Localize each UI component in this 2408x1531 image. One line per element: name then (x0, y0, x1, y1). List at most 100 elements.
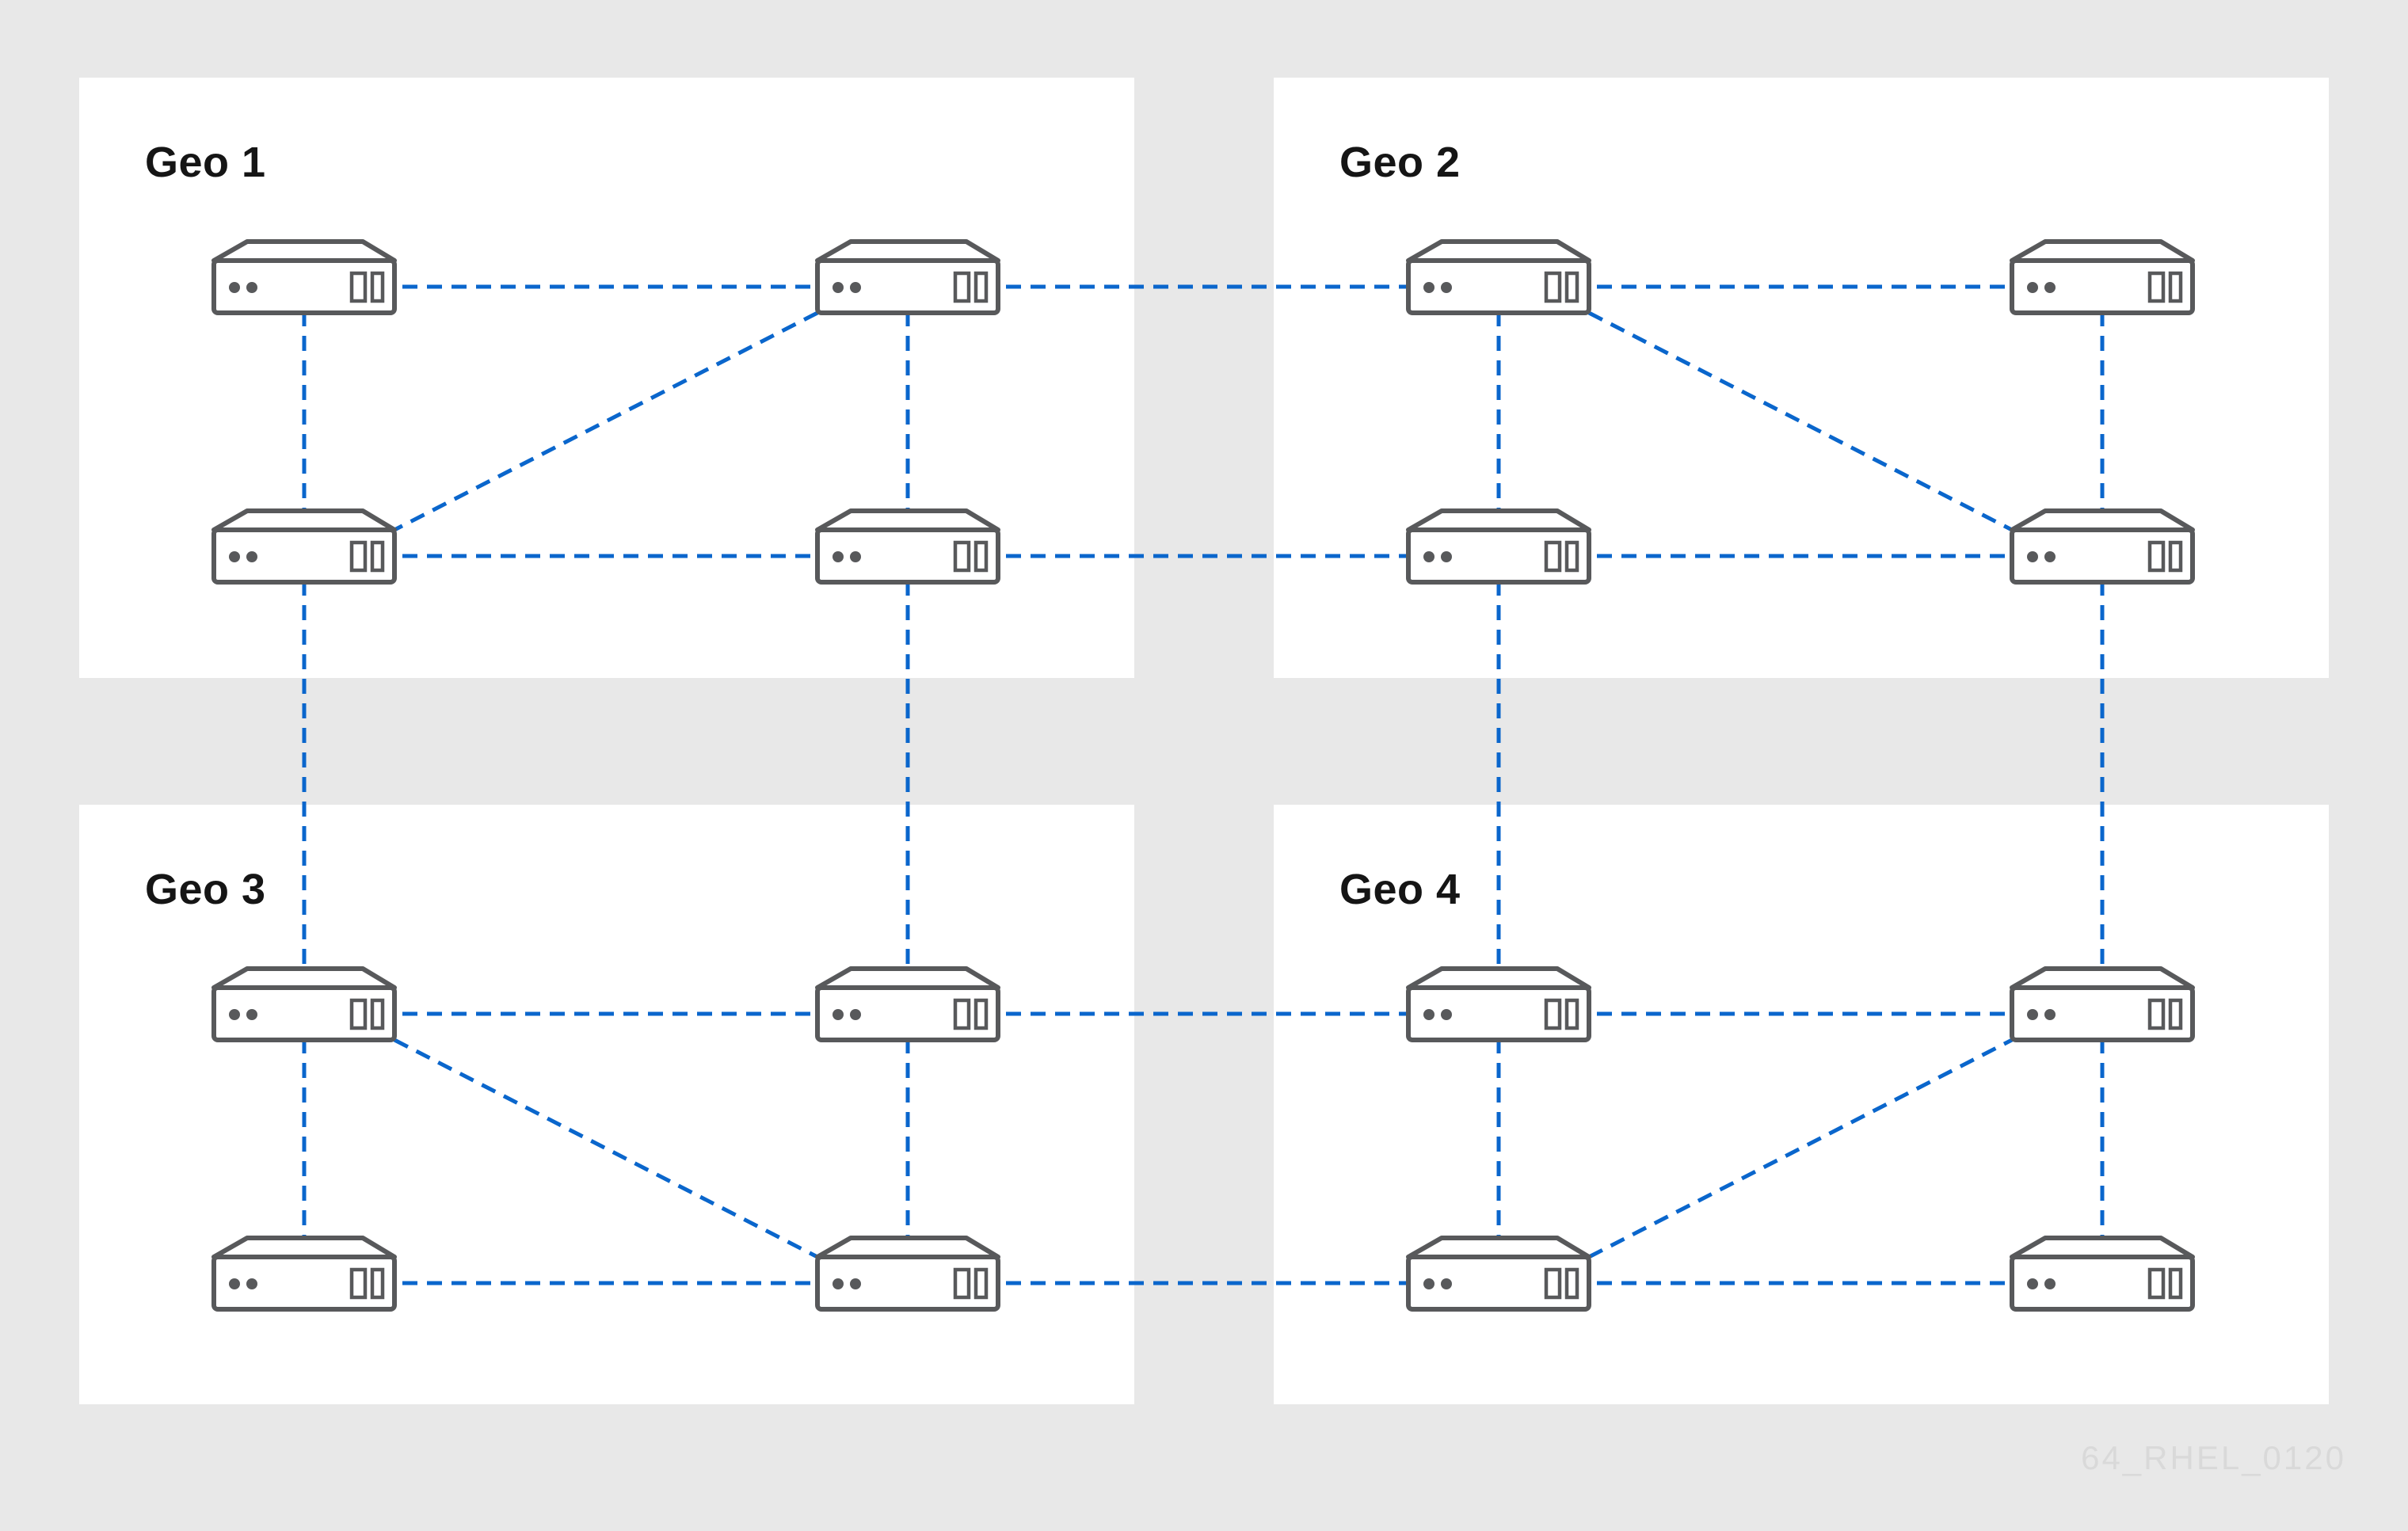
server-icon (815, 966, 1000, 1042)
server-icon (2010, 508, 2195, 585)
server-led-icon (850, 282, 861, 293)
server-slot-icon (973, 271, 989, 303)
server-slot-icon (2147, 540, 2166, 573)
server-slot-icon (2147, 271, 2166, 303)
server-led-icon (850, 1009, 861, 1020)
server-front (815, 985, 1000, 1042)
server-slot-icon (370, 998, 385, 1030)
replication-link (393, 1038, 819, 1259)
server-led-icon (850, 551, 861, 562)
server-slot-icon (2168, 998, 2183, 1030)
server-icon (815, 1236, 1000, 1312)
server-front (2010, 985, 2195, 1042)
server-icon (815, 508, 1000, 585)
server-top (211, 966, 397, 990)
server-top (815, 239, 1000, 263)
server-top (815, 1236, 1000, 1259)
server-led-icon (2027, 1009, 2038, 1020)
server-led-icon (2027, 1278, 2038, 1289)
server-slot-icon (349, 271, 368, 303)
server-top (815, 966, 1000, 990)
server-led-icon (1441, 1009, 1452, 1020)
geo-label-4: Geo 4 (1339, 866, 1461, 913)
server-front (815, 258, 1000, 315)
server-icon (1406, 1236, 1591, 1312)
replication-link (1587, 310, 2014, 532)
server-slot-icon (1544, 540, 1562, 573)
geo-label-2: Geo 2 (1339, 139, 1461, 186)
geo-label-3: Geo 3 (145, 866, 266, 913)
server-led-icon (1423, 1278, 1435, 1289)
replication-link (1587, 1038, 2014, 1259)
server-led-icon (850, 1278, 861, 1289)
server-front (211, 258, 397, 315)
geo-label-1: Geo 1 (145, 139, 266, 186)
server-top (2010, 966, 2195, 990)
server-icon (211, 966, 397, 1042)
server-slot-icon (1544, 1267, 1562, 1300)
server-led-icon (246, 551, 257, 562)
server-icon (211, 508, 397, 585)
server-slot-icon (973, 540, 989, 573)
server-led-icon (229, 1009, 240, 1020)
server-slot-icon (973, 1267, 989, 1300)
server-slot-icon (2147, 1267, 2166, 1300)
server-led-icon (2044, 282, 2056, 293)
server-front (815, 527, 1000, 585)
server-top (815, 508, 1000, 532)
server-led-icon (229, 1278, 240, 1289)
server-front (1406, 258, 1591, 315)
server-front (211, 1255, 397, 1312)
server-led-icon (1423, 551, 1435, 562)
server-slot-icon (370, 540, 385, 573)
server-slot-icon (953, 540, 971, 573)
server-icon (1406, 239, 1591, 315)
server-led-icon (2044, 1009, 2056, 1020)
server-icon (211, 1236, 397, 1312)
server-slot-icon (973, 998, 989, 1030)
server-top (1406, 239, 1591, 263)
server-led-icon (1441, 551, 1452, 562)
server-led-icon (246, 1009, 257, 1020)
server-front (1406, 527, 1591, 585)
server-icon (211, 239, 397, 315)
server-icon (815, 239, 1000, 315)
server-icon (1406, 508, 1591, 585)
server-slot-icon (953, 271, 971, 303)
server-led-icon (2027, 282, 2038, 293)
server-led-icon (1441, 1278, 1452, 1289)
server-top (2010, 239, 2195, 263)
server-top (211, 1236, 397, 1259)
server-slot-icon (953, 998, 971, 1030)
server-top (1406, 508, 1591, 532)
server-slot-icon (953, 1267, 971, 1300)
server-slot-icon (349, 1267, 368, 1300)
server-top (211, 508, 397, 532)
server-slot-icon (370, 271, 385, 303)
server-icon (2010, 1236, 2195, 1312)
server-icon (2010, 239, 2195, 315)
server-led-icon (229, 282, 240, 293)
server-slot-icon (2168, 540, 2183, 573)
replication-link (393, 310, 819, 532)
server-led-icon (2027, 551, 2038, 562)
server-icon (2010, 966, 2195, 1042)
server-slot-icon (2147, 998, 2166, 1030)
server-led-icon (229, 551, 240, 562)
server-slot-icon (2168, 1267, 2183, 1300)
server-icon (1406, 966, 1591, 1042)
server-led-icon (246, 1278, 257, 1289)
server-front (1406, 985, 1591, 1042)
server-top (211, 239, 397, 263)
server-top (1406, 966, 1591, 990)
server-led-icon (1423, 1009, 1435, 1020)
server-top (1406, 1236, 1591, 1259)
server-front (815, 1255, 1000, 1312)
server-slot-icon (349, 998, 368, 1030)
server-led-icon (1423, 282, 1435, 293)
server-front (2010, 1255, 2195, 1312)
server-slot-icon (370, 1267, 385, 1300)
server-slot-icon (1564, 1267, 1579, 1300)
server-led-icon (1441, 282, 1452, 293)
